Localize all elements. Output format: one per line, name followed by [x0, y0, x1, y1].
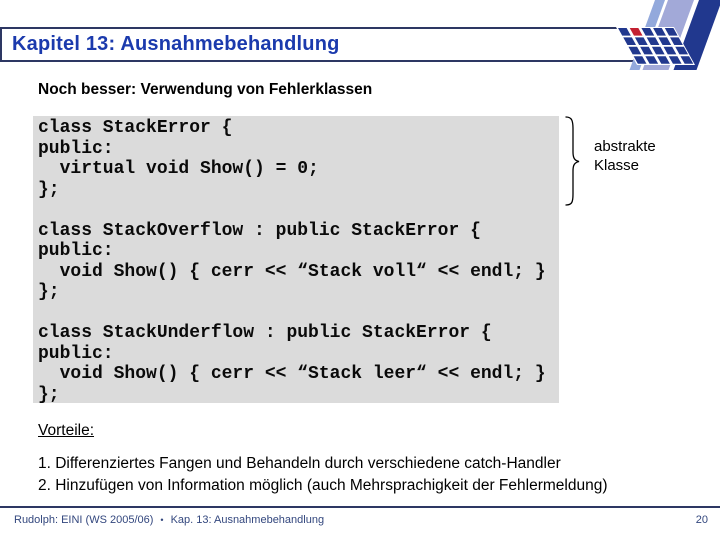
footer-chapter: Kap. 13: Ausnahmebehandlung: [170, 514, 325, 526]
header-bottom-rule: [0, 60, 691, 62]
page-title: Kapitel 13: Ausnahmebehandlung: [12, 33, 340, 55]
page-number: 20: [695, 514, 708, 526]
annotation-abstract-class: abstrakte Klasse: [594, 137, 656, 175]
advantages-heading: Vorteile:: [38, 422, 95, 439]
advantage-item: 1. Differenziertes Fangen und Behandeln …: [38, 455, 561, 472]
university-logo-icon: [615, 0, 720, 70]
slide-subtitle: Noch besser: Verwendung von Fehlerklasse…: [38, 81, 373, 98]
footer: Rudolph: EINI (WS 2005/06) • Kap. 13: Au…: [14, 514, 324, 526]
header-left-tick: [0, 27, 2, 62]
annotation-line: abstrakte: [594, 138, 656, 155]
curly-brace-icon: [565, 116, 580, 206]
annotation-line: Klasse: [594, 157, 640, 174]
footer-separator-dot: •: [160, 514, 164, 525]
footer-rule: [0, 506, 720, 508]
footer-author: Rudolph: EINI (WS 2005/06): [14, 514, 154, 526]
advantages-list: 1. Differenziertes Fangen und Behandeln …: [38, 453, 708, 496]
code-block: class StackError { public: virtual void …: [33, 116, 559, 403]
header-top-rule: [0, 27, 619, 29]
advantage-item: 2. Hinzufügen von Information möglich (a…: [38, 476, 608, 494]
